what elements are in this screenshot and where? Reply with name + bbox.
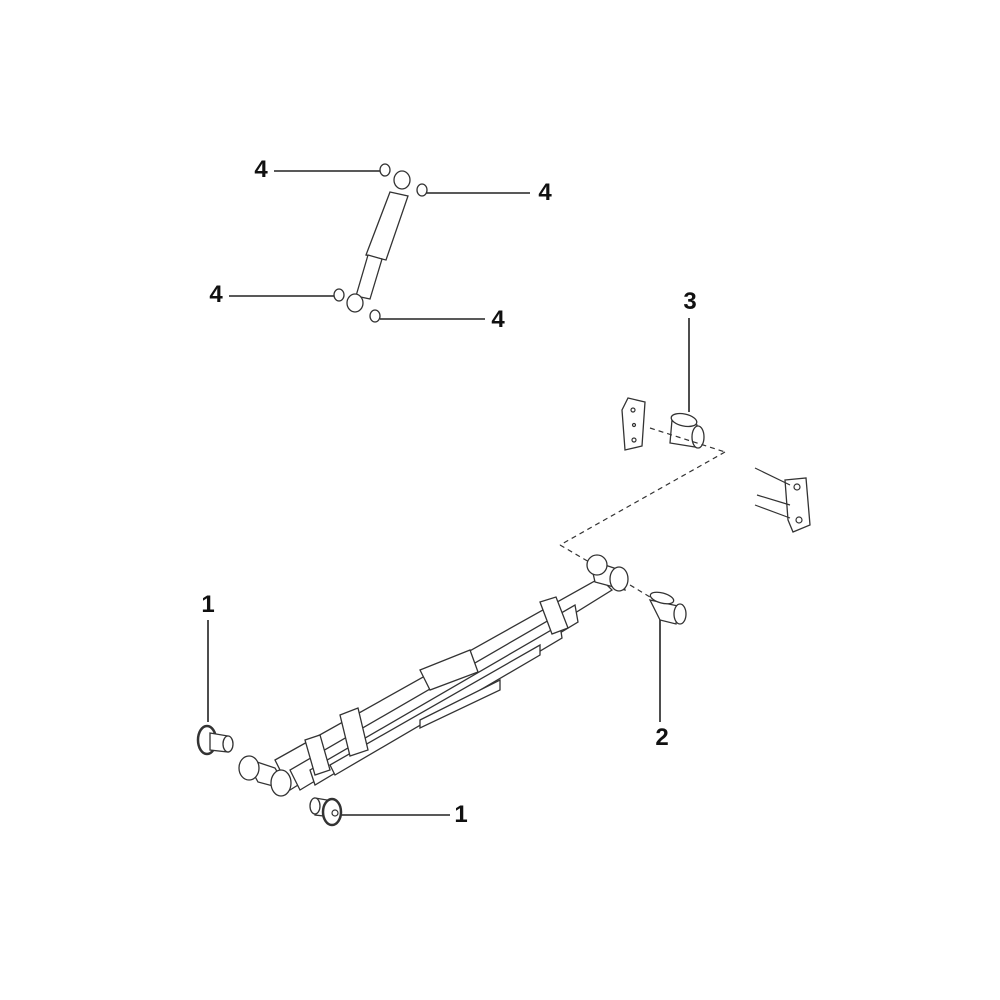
callout-1-bottom: 1 — [454, 801, 468, 828]
leader-lines — [207, 170, 690, 816]
callout-4-top-right: 4 — [538, 179, 552, 206]
callout-1-left: 1 — [201, 591, 215, 618]
bushings-part-1 — [196, 724, 343, 827]
callout-2: 2 — [655, 724, 669, 751]
shock-absorber — [333, 163, 428, 323]
callout-4-bottom-right: 4 — [491, 306, 505, 333]
bushing-part-2 — [648, 591, 687, 625]
shackle-assembly — [559, 397, 811, 601]
callout-3: 3 — [683, 288, 697, 315]
callout-4-bottom-left: 4 — [209, 281, 223, 308]
leaf-spring — [238, 554, 629, 797]
callout-4-top-left: 4 — [254, 156, 268, 183]
